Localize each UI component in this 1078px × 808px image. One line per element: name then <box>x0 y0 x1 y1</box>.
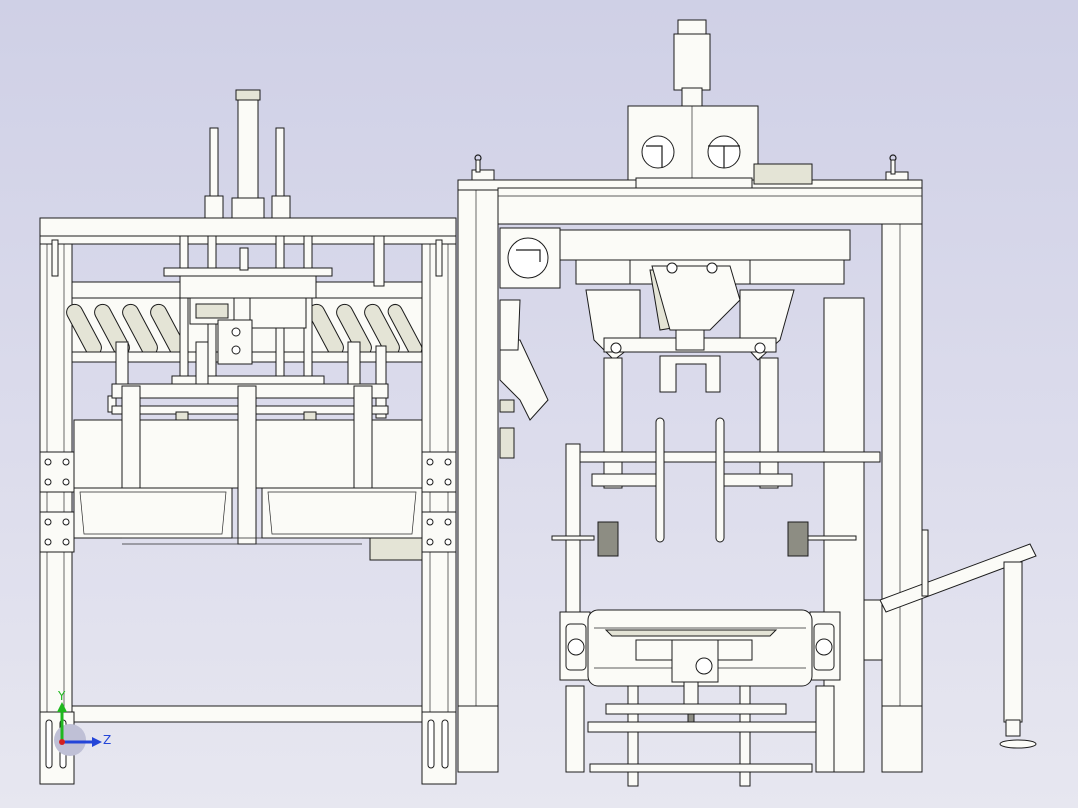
blade-right <box>715 417 725 543</box>
curved-arm <box>499 339 549 421</box>
y-axis-label: Y <box>57 689 66 703</box>
right-machine-top-beam <box>497 187 923 225</box>
z-axis-label: Z <box>103 733 111 747</box>
left-machine-leg-left <box>39 235 73 785</box>
chute <box>879 543 1037 613</box>
axis-triad: Y Z <box>54 689 111 756</box>
blade-left <box>655 417 665 543</box>
right-machine-post-left <box>457 179 499 773</box>
z-axis-head <box>92 737 102 747</box>
drive-motor <box>671 639 719 683</box>
left-machine-top-beam <box>39 217 457 237</box>
x-axis-dot <box>59 739 65 745</box>
right-machine-post-right <box>881 223 923 773</box>
left-machine <box>39 89 457 785</box>
top-cylinder-cap <box>677 19 707 35</box>
right-machine <box>457 19 1037 787</box>
main-cylinder <box>237 89 259 211</box>
top-cylinder <box>673 33 711 91</box>
triad-origin <box>54 724 86 756</box>
tray-right <box>261 487 423 539</box>
y-axis-head <box>57 702 67 712</box>
left-machine-bottom-beam <box>71 705 423 723</box>
left-machine-leg-right <box>421 235 457 785</box>
leveling-foot <box>999 739 1037 749</box>
tray-left <box>73 487 233 539</box>
chute-support <box>1003 561 1023 723</box>
